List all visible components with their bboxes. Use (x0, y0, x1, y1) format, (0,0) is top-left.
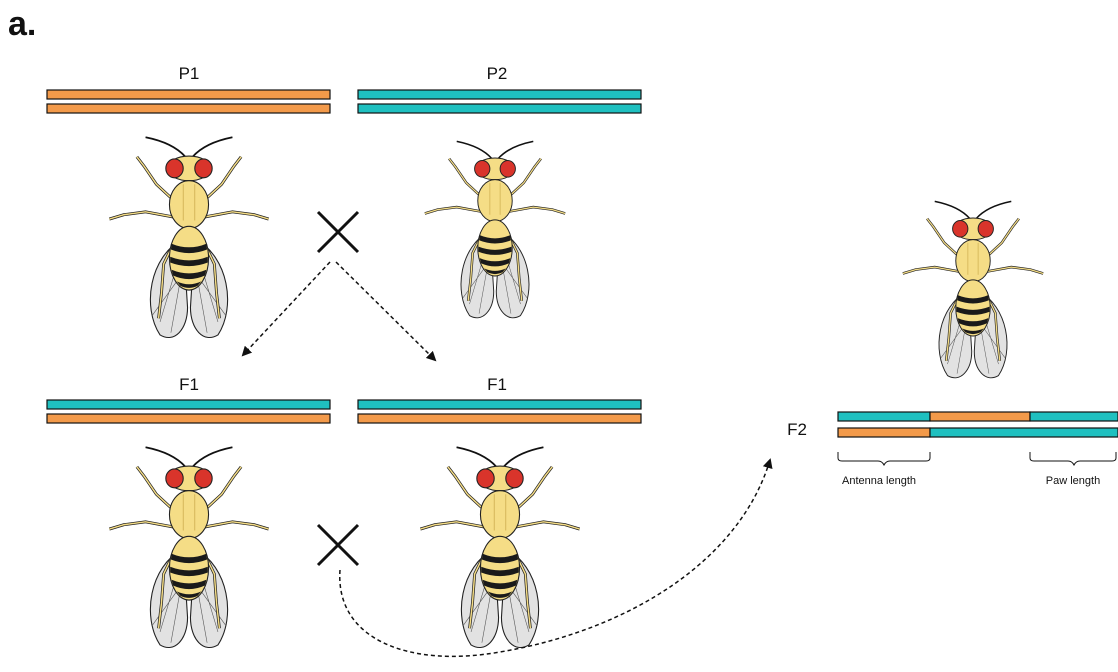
dashed-arrow-icon (243, 262, 330, 355)
fruit-fly-icon (425, 141, 565, 317)
trait-antenna-length: Antenna length (842, 475, 916, 487)
dashed-arrow-icon (336, 262, 435, 360)
cross-icon (318, 212, 358, 252)
f2-chromosomes (838, 412, 1118, 437)
fruit-fly-icon (903, 201, 1043, 377)
chromosome-bar (47, 104, 330, 113)
cross-icon (318, 525, 358, 565)
fruit-fly-icon (109, 137, 268, 337)
chromosome-bar (358, 90, 641, 99)
p2-chromosomes (358, 90, 641, 113)
dashed-arrow-icon (340, 460, 770, 656)
chromosome-segment (1030, 412, 1118, 421)
label-f1-right: F1 (487, 375, 507, 394)
chromosome-bar (47, 400, 330, 409)
label-f1-left: F1 (179, 375, 199, 394)
chromosome-bar (47, 90, 330, 99)
chromosome-bar (358, 414, 641, 423)
trait-paw-length: Paw length (1046, 475, 1100, 487)
f1-right-chromosomes (358, 400, 641, 423)
chromosome-segment (930, 428, 1118, 437)
label-p2: P2 (487, 64, 508, 83)
panel-label: a. (8, 5, 36, 43)
label-f2: F2 (787, 420, 807, 439)
chromosome-bar (47, 414, 330, 423)
p1-chromosomes (47, 90, 330, 113)
fruit-fly-icon (109, 447, 268, 647)
brace-icon (838, 452, 930, 465)
fruit-fly-icon (420, 447, 579, 647)
chromosome-segment (838, 428, 930, 437)
chromosome-segment (930, 412, 1030, 421)
label-p1: P1 (179, 64, 200, 83)
f1-left-chromosomes (47, 400, 330, 423)
chromosome-segment (838, 412, 930, 421)
chromosome-bar (358, 104, 641, 113)
chromosome-bar (358, 400, 641, 409)
brace-icon (1030, 452, 1116, 465)
